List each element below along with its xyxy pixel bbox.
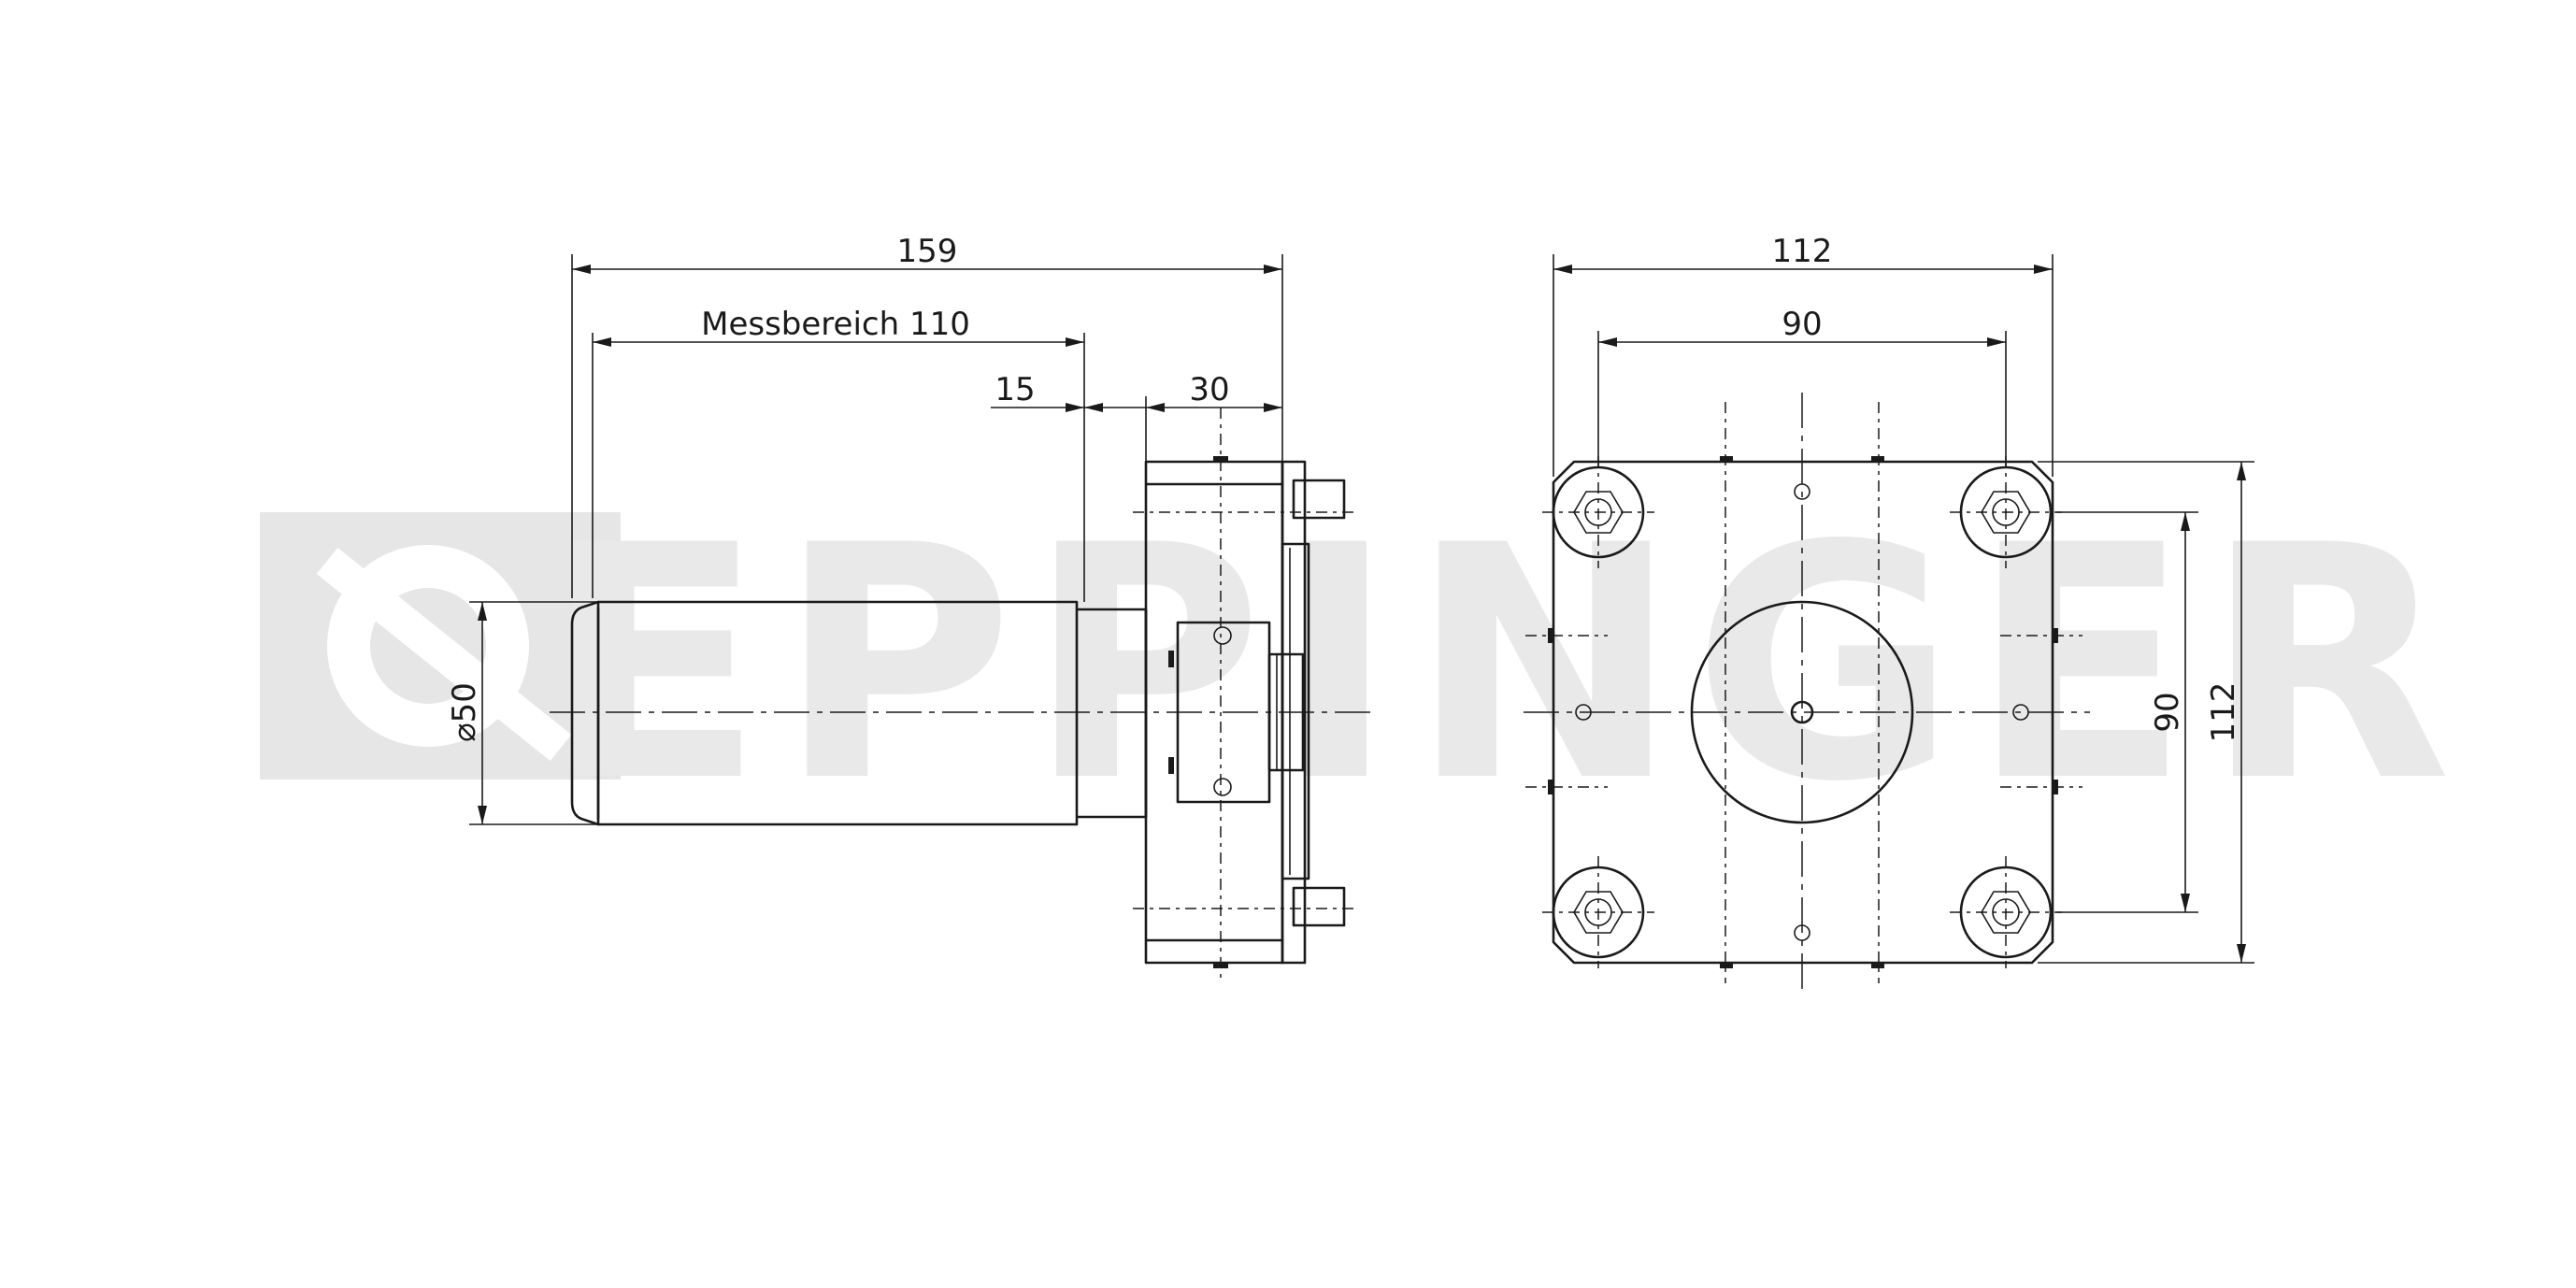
dim-diameter-label: ⌀50 — [446, 682, 483, 742]
central-bore — [1690, 600, 1914, 824]
dim-hole-spacing-vertical: 90 — [2056, 511, 2198, 913]
dim-diameter: ⌀50 — [446, 601, 598, 825]
dim-hole-spacing-vertical-label: 90 — [2149, 692, 2186, 732]
dim-offset-and-flange: 15 30 — [991, 371, 1282, 609]
front-view: 112 90 90 112 — [1524, 233, 2254, 989]
dim-overall-height-label: 112 — [2205, 682, 2242, 743]
corner-bolt-bottom-left — [1542, 856, 1654, 968]
dim-hole-spacing-horizontal: 90 — [1597, 306, 2007, 467]
dim-offset-small-label: 15 — [995, 371, 1035, 408]
dim-overall-length: 159 — [571, 233, 1283, 598]
dim-hole-spacing-horizontal-label: 90 — [1782, 306, 1822, 343]
side-housing — [1133, 408, 1359, 983]
corner-bolt-bottom-right — [1950, 856, 2062, 968]
watermark: EPPINGER — [260, 478, 2465, 852]
dim-flange-depth-label: 30 — [1189, 371, 1229, 408]
side-view: 159 Messbereich 110 15 30 ⌀50 — [446, 233, 1374, 983]
dim-overall-length-label: 159 — [897, 233, 958, 270]
dim-overall-width: 112 — [1553, 233, 2054, 477]
dim-measuring-range-label: Messbereich 110 — [701, 306, 970, 343]
dim-measuring-range: Messbereich 110 — [592, 306, 1085, 602]
dim-overall-width-label: 112 — [1772, 233, 1833, 270]
watermark-brand-text: EPPINGER — [544, 478, 2465, 852]
dim-overall-height: 112 — [2038, 461, 2254, 964]
